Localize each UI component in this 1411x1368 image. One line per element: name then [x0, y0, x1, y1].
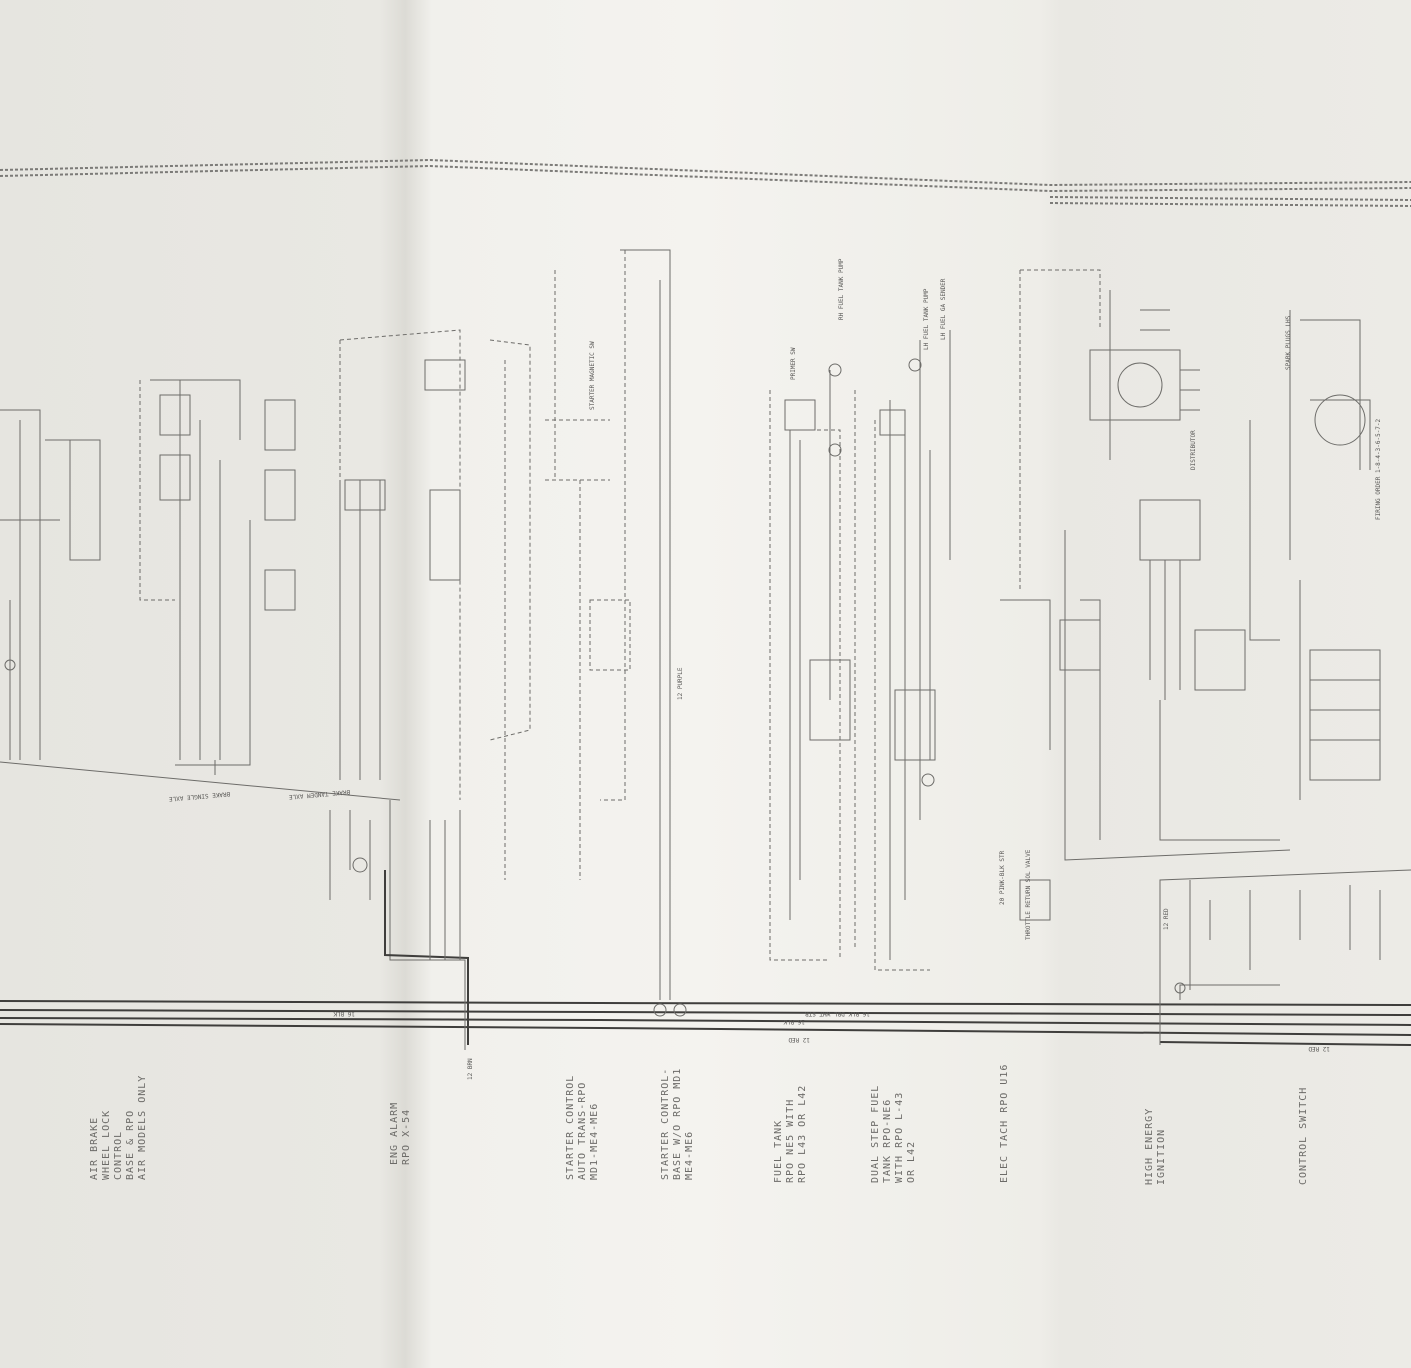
component-label: LH FUEL TANK PUMP [923, 288, 930, 350]
section-label-high-energy-ignition: HIGH ENERGYIGNITION [1144, 1108, 1167, 1185]
fuel-tank-circuit [769, 330, 951, 971]
component-label: SPARK PLUGS LHS [1285, 315, 1292, 370]
section-label-starter-control-base: STARTER CONTROL-BASE W/O RPO MD1ME4-ME6 [660, 1068, 695, 1180]
starter-control-circuit [545, 419, 687, 1017]
wire-label: 16 BLK [333, 1010, 355, 1017]
wire-label: 20 PINK-BLK STR [999, 850, 1006, 905]
wire-label: 16 BLK [783, 1018, 805, 1025]
eng-alarm-circuit [329, 329, 531, 960]
top-border-rails [0, 158, 1411, 207]
wire-label: 16 BLK-DBL WHT STR [805, 1010, 870, 1017]
ignition-circuit [1089, 290, 1381, 994]
section-label-air-brake: AIR BRAKEWHEEL LOCKCONTROLBASE & RPOAIR … [89, 1075, 148, 1180]
section-label-elec-tach: ELEC TACH RPO U16 [999, 1064, 1010, 1183]
component-label: THROTTLE RETURN SOL VALVE [1025, 849, 1032, 940]
component-label: RH FUEL TANK PUMP [838, 258, 845, 320]
wire-label: 12 RED [788, 1036, 810, 1043]
component-label: DISTRIBUTOR [1190, 430, 1197, 470]
section-label-fuel-tank: FUEL TANKRPO NE5 WITHRPO L43 OR L42 [773, 1085, 808, 1183]
air-brake-circuit [0, 379, 296, 775]
wire-label: 12 PURPLE [677, 667, 684, 700]
elec-tach-circuit [1000, 269, 1291, 921]
harness-bus [0, 249, 1411, 1050]
component-label: LH FUEL GA SENDER [940, 278, 947, 340]
wire-label: 12 RED [1163, 908, 1170, 930]
wire-label: 12 BRN [467, 1058, 474, 1080]
component-label: STARTER MAGNETIC SW [589, 341, 596, 410]
section-label-eng-alarm: ENG ALARMRPO X-54 [389, 1102, 412, 1165]
wire-label: 12 RED [1308, 1045, 1330, 1052]
component-label: PRIMER SW [790, 347, 797, 380]
wire-labels: 16 BLK 16 BLK-DBL WHT STR 16 BLK 12 RED … [168, 258, 1382, 1080]
section-label-starter-control-auto: STARTER CONTROLAUTO TRANS-RPOMD1-ME4-ME6 [565, 1075, 600, 1180]
section-label-dual-step-fuel: DUAL STEP FUELTANK RPO-NE6WITH RPO L-43O… [870, 1085, 917, 1183]
section-label-control-switch: CONTROL SWITCH [1298, 1087, 1309, 1185]
component-label: BRAKE SINGLE AXLE [168, 790, 230, 802]
component-label: FIRING ORDER 1-8-4-3-6-5-7-2 [1375, 418, 1382, 520]
section-labels: AIR BRAKEWHEEL LOCKCONTROLBASE & RPOAIR … [89, 1064, 1309, 1185]
